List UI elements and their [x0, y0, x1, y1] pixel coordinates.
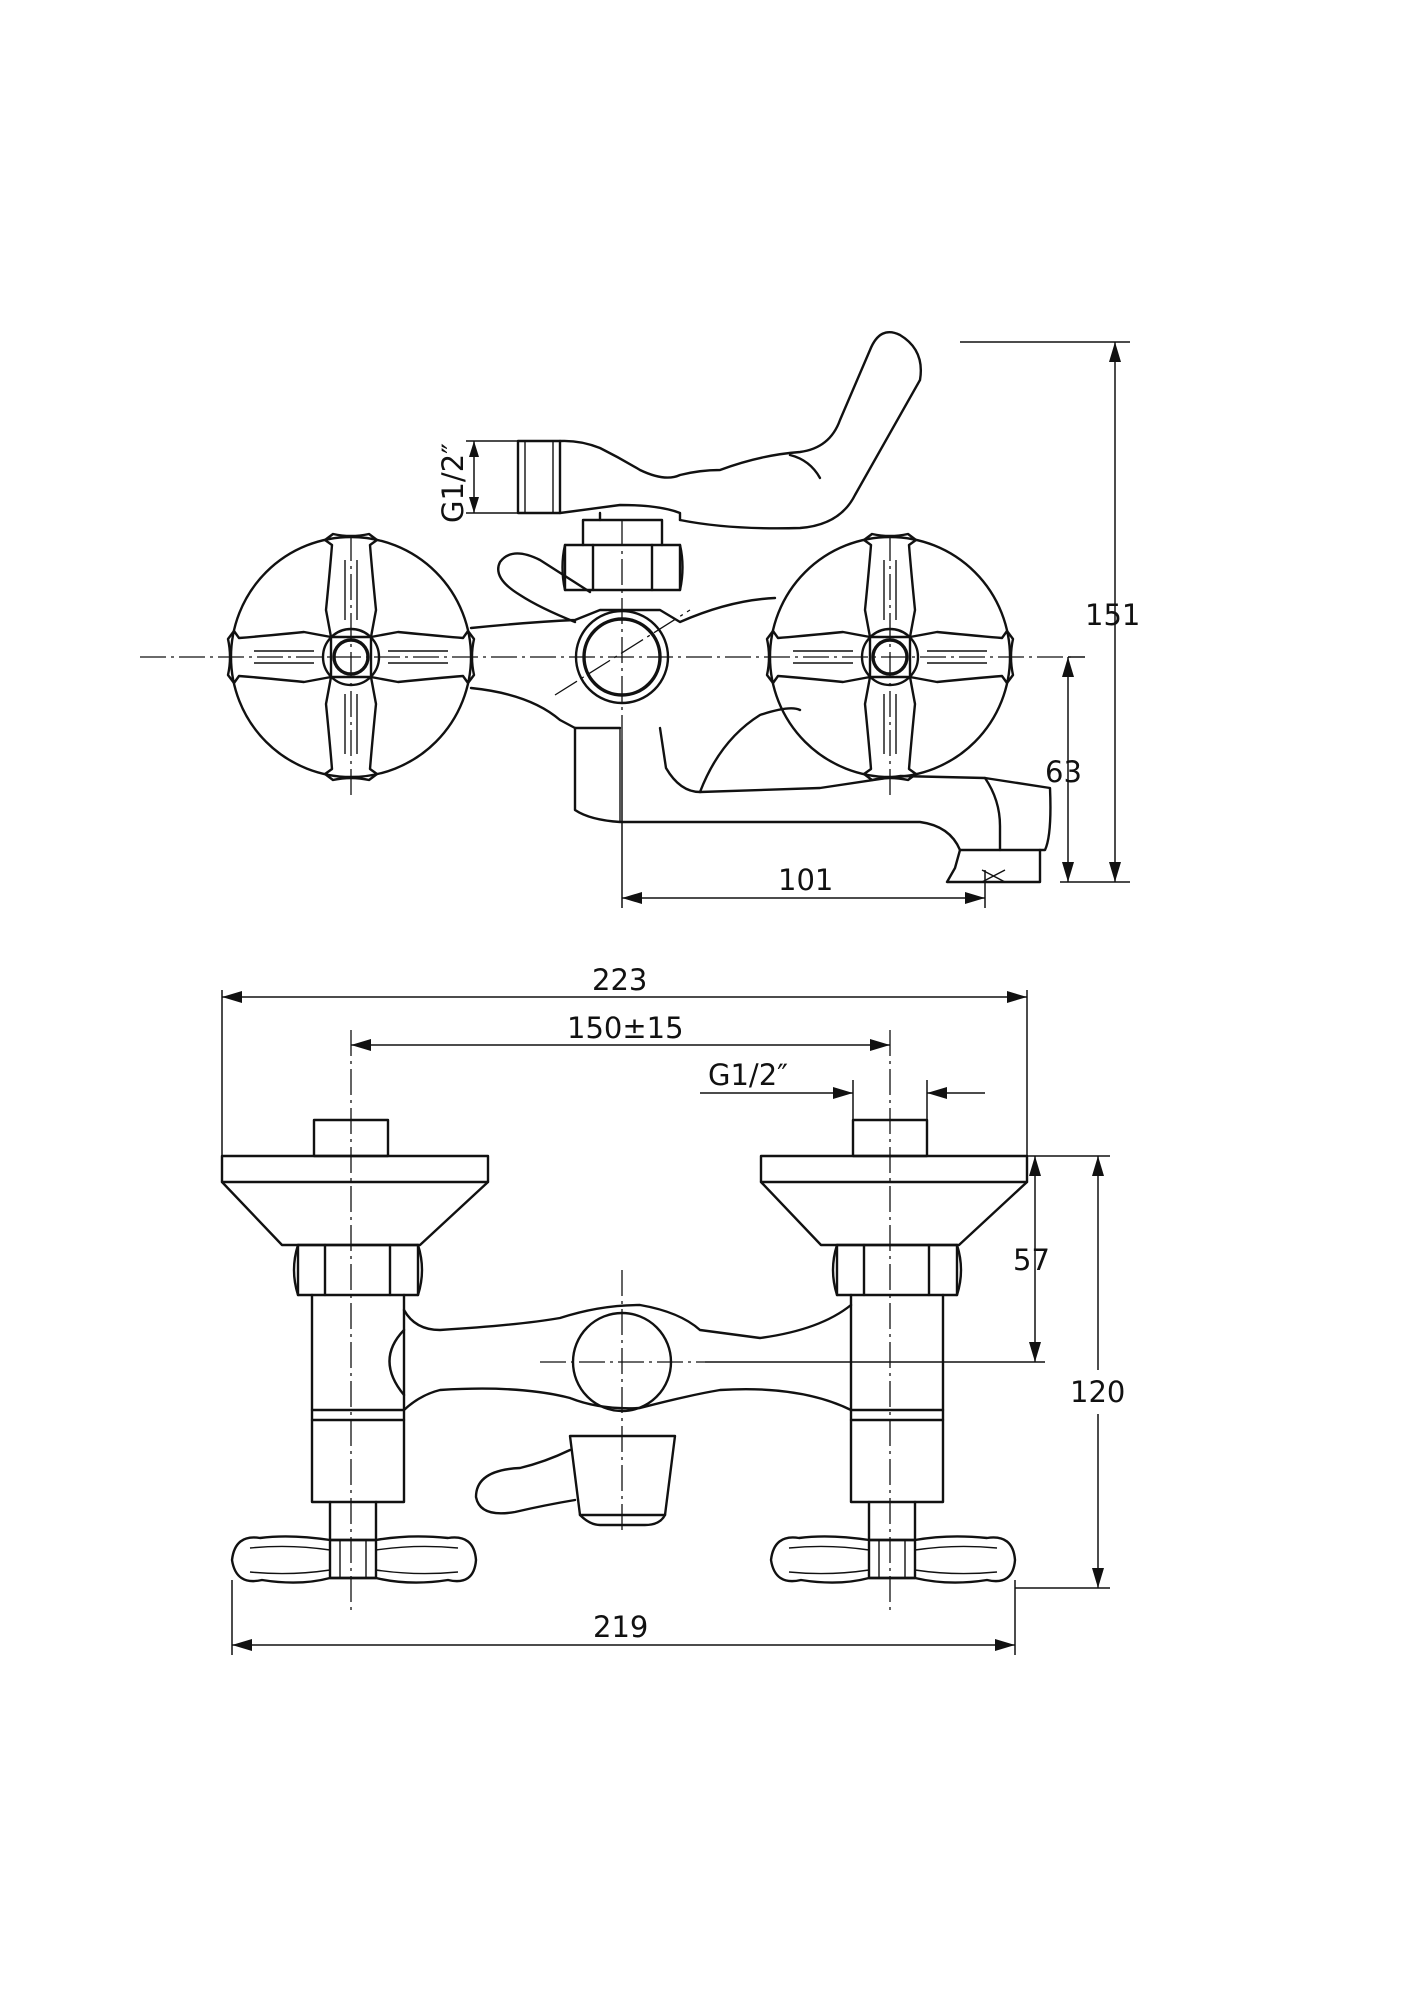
- dim-spout-reach: 101: [621, 740, 986, 908]
- spout: [573, 707, 1052, 884]
- dim-overall-depth-bg: [1060, 1370, 1136, 1414]
- dim-overall-depth: 120: [1015, 1155, 1136, 1589]
- dim-thread-top: G1/2″: [436, 440, 518, 523]
- dim-overall-depth-label: 120: [1070, 1375, 1125, 1409]
- mixer-body: [388, 1303, 853, 1527]
- diagonal-centerline: [554, 609, 691, 696]
- dim-thread-front-label: G1/2″: [708, 1058, 788, 1092]
- left-cross-handle: [226, 532, 476, 782]
- spout-outlet-outer: [574, 609, 670, 705]
- dim-inlet-distance-label: 150±15: [567, 1011, 684, 1045]
- dim-overall-width: 223: [221, 963, 1028, 1156]
- dim-inlet-distance: 150±15: [351, 1011, 890, 1051]
- dim-overall-width-label: 223: [592, 963, 647, 997]
- dim-spout-drop: 63: [1045, 656, 1085, 882]
- dim-body-offset-label: 57: [1013, 1243, 1050, 1277]
- dim-spout-reach-label: 101: [778, 863, 833, 897]
- diverter-lever: [497, 552, 592, 624]
- dim-handle-span: 219: [231, 1580, 1016, 1655]
- spout-outlet-inner: [582, 617, 662, 697]
- dim-handle-span-label: 219: [593, 1610, 648, 1644]
- shower-outlet-connector: [516, 330, 922, 530]
- valve-body-outline: [469, 596, 777, 730]
- dim-thread-top-label: G1/2″: [436, 443, 470, 523]
- dim-spout-drop-label: 63: [1045, 755, 1082, 789]
- left-valve: [220, 1118, 490, 1584]
- dim-overall-height-top: 151: [960, 341, 1140, 883]
- front-view: 223 150±15 G1/2″ 57: [220, 963, 1136, 1655]
- dim-body-offset: 57: [705, 1155, 1050, 1363]
- dim-thread-front: G1/2″: [700, 1058, 985, 1120]
- right-valve: [759, 1118, 1029, 1584]
- dim-overall-height-top-label: 151: [1085, 598, 1140, 632]
- top-view: G1/2″ 151 63 101: [140, 330, 1140, 908]
- diverter-hex-nut: [561, 518, 684, 592]
